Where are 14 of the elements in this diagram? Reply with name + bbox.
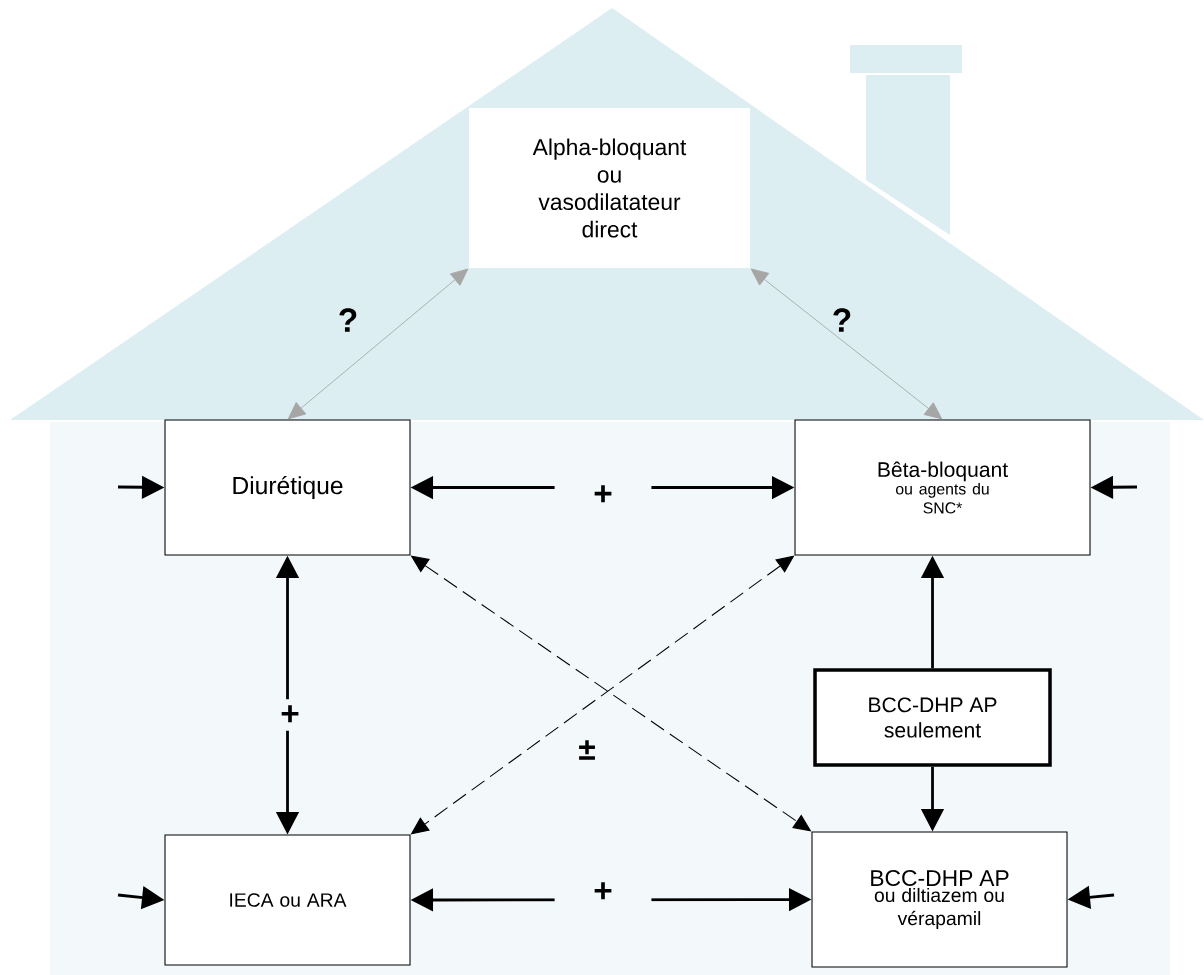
text-box: Bêta-bloquant ou agents du SNC* [794,419,1091,556]
edge-label: ? [833,308,851,332]
arrow [287,268,469,420]
edge-label: + [594,485,612,503]
arrow [750,268,943,420]
edge-label: ? [339,308,357,332]
symbol-label: ± [579,740,595,760]
edge-label: + [594,882,612,900]
text-box: Alpha-bloquant ou vasodilatateur direct [469,108,750,268]
text-box: BCC-DHP AP ou diltiazem ou vérapamil [811,831,1068,968]
edge-label: + [281,705,299,723]
text-box: IECA ou ARA [164,834,411,966]
text-box: Diurétique [164,419,411,556]
text-box: BCC-DHP AP seulement [813,668,1052,767]
